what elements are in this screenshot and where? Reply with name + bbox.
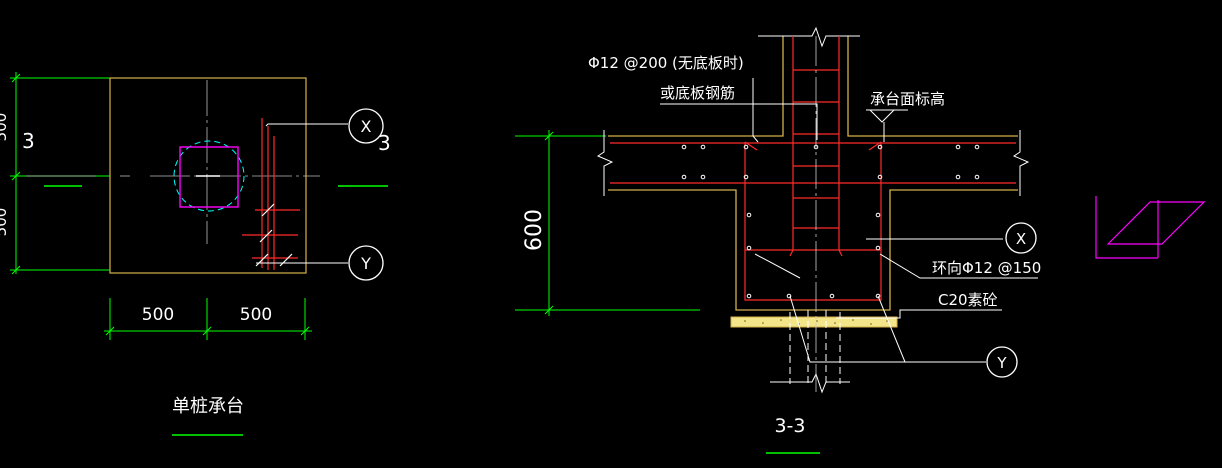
pile-square [179, 146, 239, 208]
break-symbols [596, 26, 1030, 394]
cap-rebar [744, 141, 882, 301]
section-3-3: 600 [515, 26, 1041, 454]
plan-x-leader [265, 123, 348, 127]
plan-x-callout-label: X [361, 117, 372, 136]
pile-circle [173, 140, 245, 212]
cap-outline [109, 77, 307, 274]
section-mark-right: 3 [378, 131, 391, 155]
plan-bottom-dimension [104, 298, 312, 340]
note-ring-rebar: 环向Φ12 @150 [932, 259, 1041, 277]
pad-hatch [744, 319, 888, 325]
magenta-fragment [1095, 196, 1206, 259]
plan-title: 单桩承台 [172, 396, 244, 417]
note-concrete: C20素砼 [938, 291, 998, 309]
plain-concrete-pad [730, 316, 898, 328]
section-leaders [660, 78, 1038, 363]
section-title: 3-3 [774, 415, 805, 437]
side-dim-top-label: 500 [0, 113, 10, 142]
section-x-callout-circle [1005, 222, 1037, 254]
plan-x-callout-circle [348, 108, 384, 144]
plan-y-callout-circle [348, 245, 384, 281]
plan-side-dimension [10, 72, 110, 275]
section-y-callout-circle [986, 346, 1018, 378]
slab-rebar [610, 142, 1016, 184]
plan-rebar-ticks [255, 203, 293, 267]
note-elevation: 承台面标高 [870, 90, 945, 108]
section-y-callout-label: Y [996, 354, 1007, 372]
plan-rebar [242, 118, 300, 270]
section-x-callout-label: X [1016, 230, 1026, 248]
pile-cap-plan: 500 500 3 [0, 72, 391, 436]
note-rebar-2: 或底板钢筋 [660, 84, 735, 102]
depth-dim-label: 600 [522, 209, 547, 251]
note-rebar-1: Φ12 @200 (无底板时) [588, 54, 744, 72]
pile-below [789, 310, 841, 384]
section-depth-dimension [515, 130, 700, 316]
section-mark-left: 3 [22, 129, 35, 153]
plan-centerlines [26, 80, 320, 244]
dim-left-label: 500 [142, 305, 174, 325]
section-outline [608, 36, 1018, 311]
rebar-dots [681, 144, 980, 299]
plan-y-callout-label: Y [360, 254, 371, 273]
dim-right-label: 500 [240, 305, 272, 325]
side-dim-bottom-label: 500 [0, 208, 10, 237]
